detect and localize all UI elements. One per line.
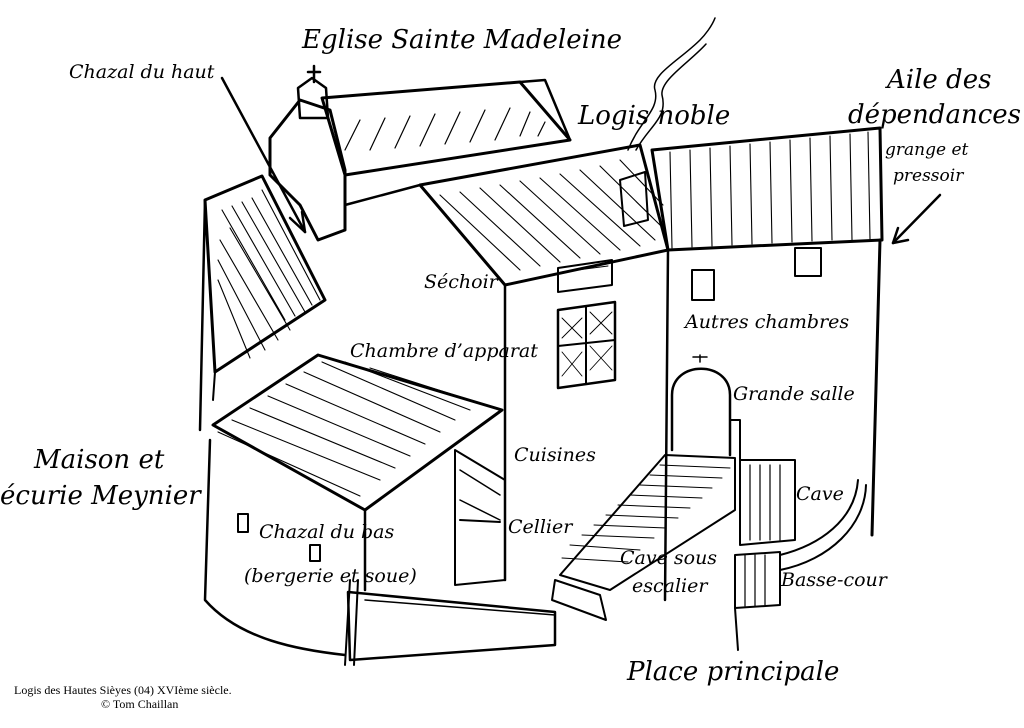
- label-maison-2: écurie Meynier: [0, 481, 201, 511]
- arrow-chazal-haut: [220, 76, 307, 234]
- label-cuisines: Cuisines: [514, 444, 596, 466]
- label-maison-1: Maison et: [34, 445, 165, 475]
- label-basse-cour: Basse-cour: [781, 569, 887, 591]
- label-grande-salle: Grande salle: [733, 383, 855, 405]
- cave-gate: [734, 459, 867, 651]
- label-autres-chambres: Autres chambres: [685, 311, 850, 333]
- chazal-haut-roof: [198, 174, 327, 432]
- label-grange-2: pressoir: [893, 166, 964, 186]
- arrow-aile: [891, 193, 942, 245]
- label-aile-2: dépendances: [848, 100, 1021, 130]
- label-grange-1: grange et: [885, 140, 969, 160]
- credit-line-1: Logis des Hautes Sièyes (04) XVIème sièc…: [14, 683, 232, 697]
- label-logis-noble: Logis noble: [578, 101, 731, 131]
- label-eglise: Eglise Sainte Madeleine: [302, 25, 623, 55]
- label-cave-escalier-2: escalier: [632, 575, 708, 597]
- label-cave-escalier-1: Cave sous: [620, 547, 718, 569]
- label-cave: Cave: [796, 483, 844, 505]
- label-aile-1: Aile des: [887, 65, 992, 95]
- label-chazal-haut: Chazal du haut: [69, 61, 215, 83]
- label-sechoir: Séchoir: [424, 271, 498, 293]
- label-chazal-bas-2: (bergerie et soue): [244, 565, 417, 587]
- church-roof-hatch: [344, 107, 546, 151]
- staircase: [551, 454, 736, 621]
- label-cellier: Cellier: [508, 516, 573, 538]
- aile-dependances: [650, 126, 884, 537]
- church: [268, 64, 572, 242]
- label-chambre-apparat: Chambre d’apparat: [350, 340, 538, 362]
- chazal-bas: [203, 353, 557, 666]
- label-chazal-bas-1: Chazal du bas: [259, 521, 395, 543]
- credit-line-2: © Tom Chaillan: [101, 697, 179, 711]
- arrows: [220, 76, 942, 245]
- label-place-principale: Place principale: [627, 657, 840, 687]
